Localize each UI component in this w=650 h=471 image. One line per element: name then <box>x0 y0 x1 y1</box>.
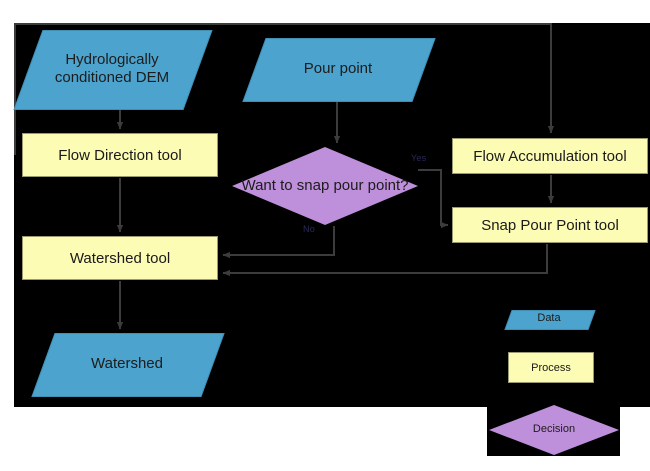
data-shape <box>13 30 213 110</box>
node-snap-pour-point-tool[interactable]: Snap Pour Point tool <box>452 207 648 243</box>
node-flow-direction-tool[interactable]: Flow Direction tool <box>22 133 218 177</box>
node-watershed-tool[interactable]: Watershed tool <box>22 236 218 280</box>
edge-label-no: No <box>303 224 315 234</box>
data-shape <box>31 333 225 397</box>
legend-item-decision: Decision <box>489 405 619 455</box>
node-flow-accumulation-tool[interactable]: Flow Accumulation tool <box>452 138 648 174</box>
decision-shape <box>232 147 418 225</box>
legend-item-process: Process <box>508 352 594 383</box>
node-watershed-output[interactable]: Watershed <box>31 333 225 397</box>
node-hydrologically-conditioned-dem[interactable]: Hydrologically conditioned DEM <box>13 30 213 110</box>
node-want-to-snap-pour-point[interactable]: Want to snap pour point? <box>232 147 418 225</box>
data-shape <box>504 310 596 330</box>
data-shape <box>242 38 436 102</box>
legend-item-data: Data <box>504 310 596 330</box>
decision-shape <box>489 405 619 455</box>
node-pour-point[interactable]: Pour point <box>242 38 436 102</box>
edge-label-yes: Yes <box>411 153 427 163</box>
